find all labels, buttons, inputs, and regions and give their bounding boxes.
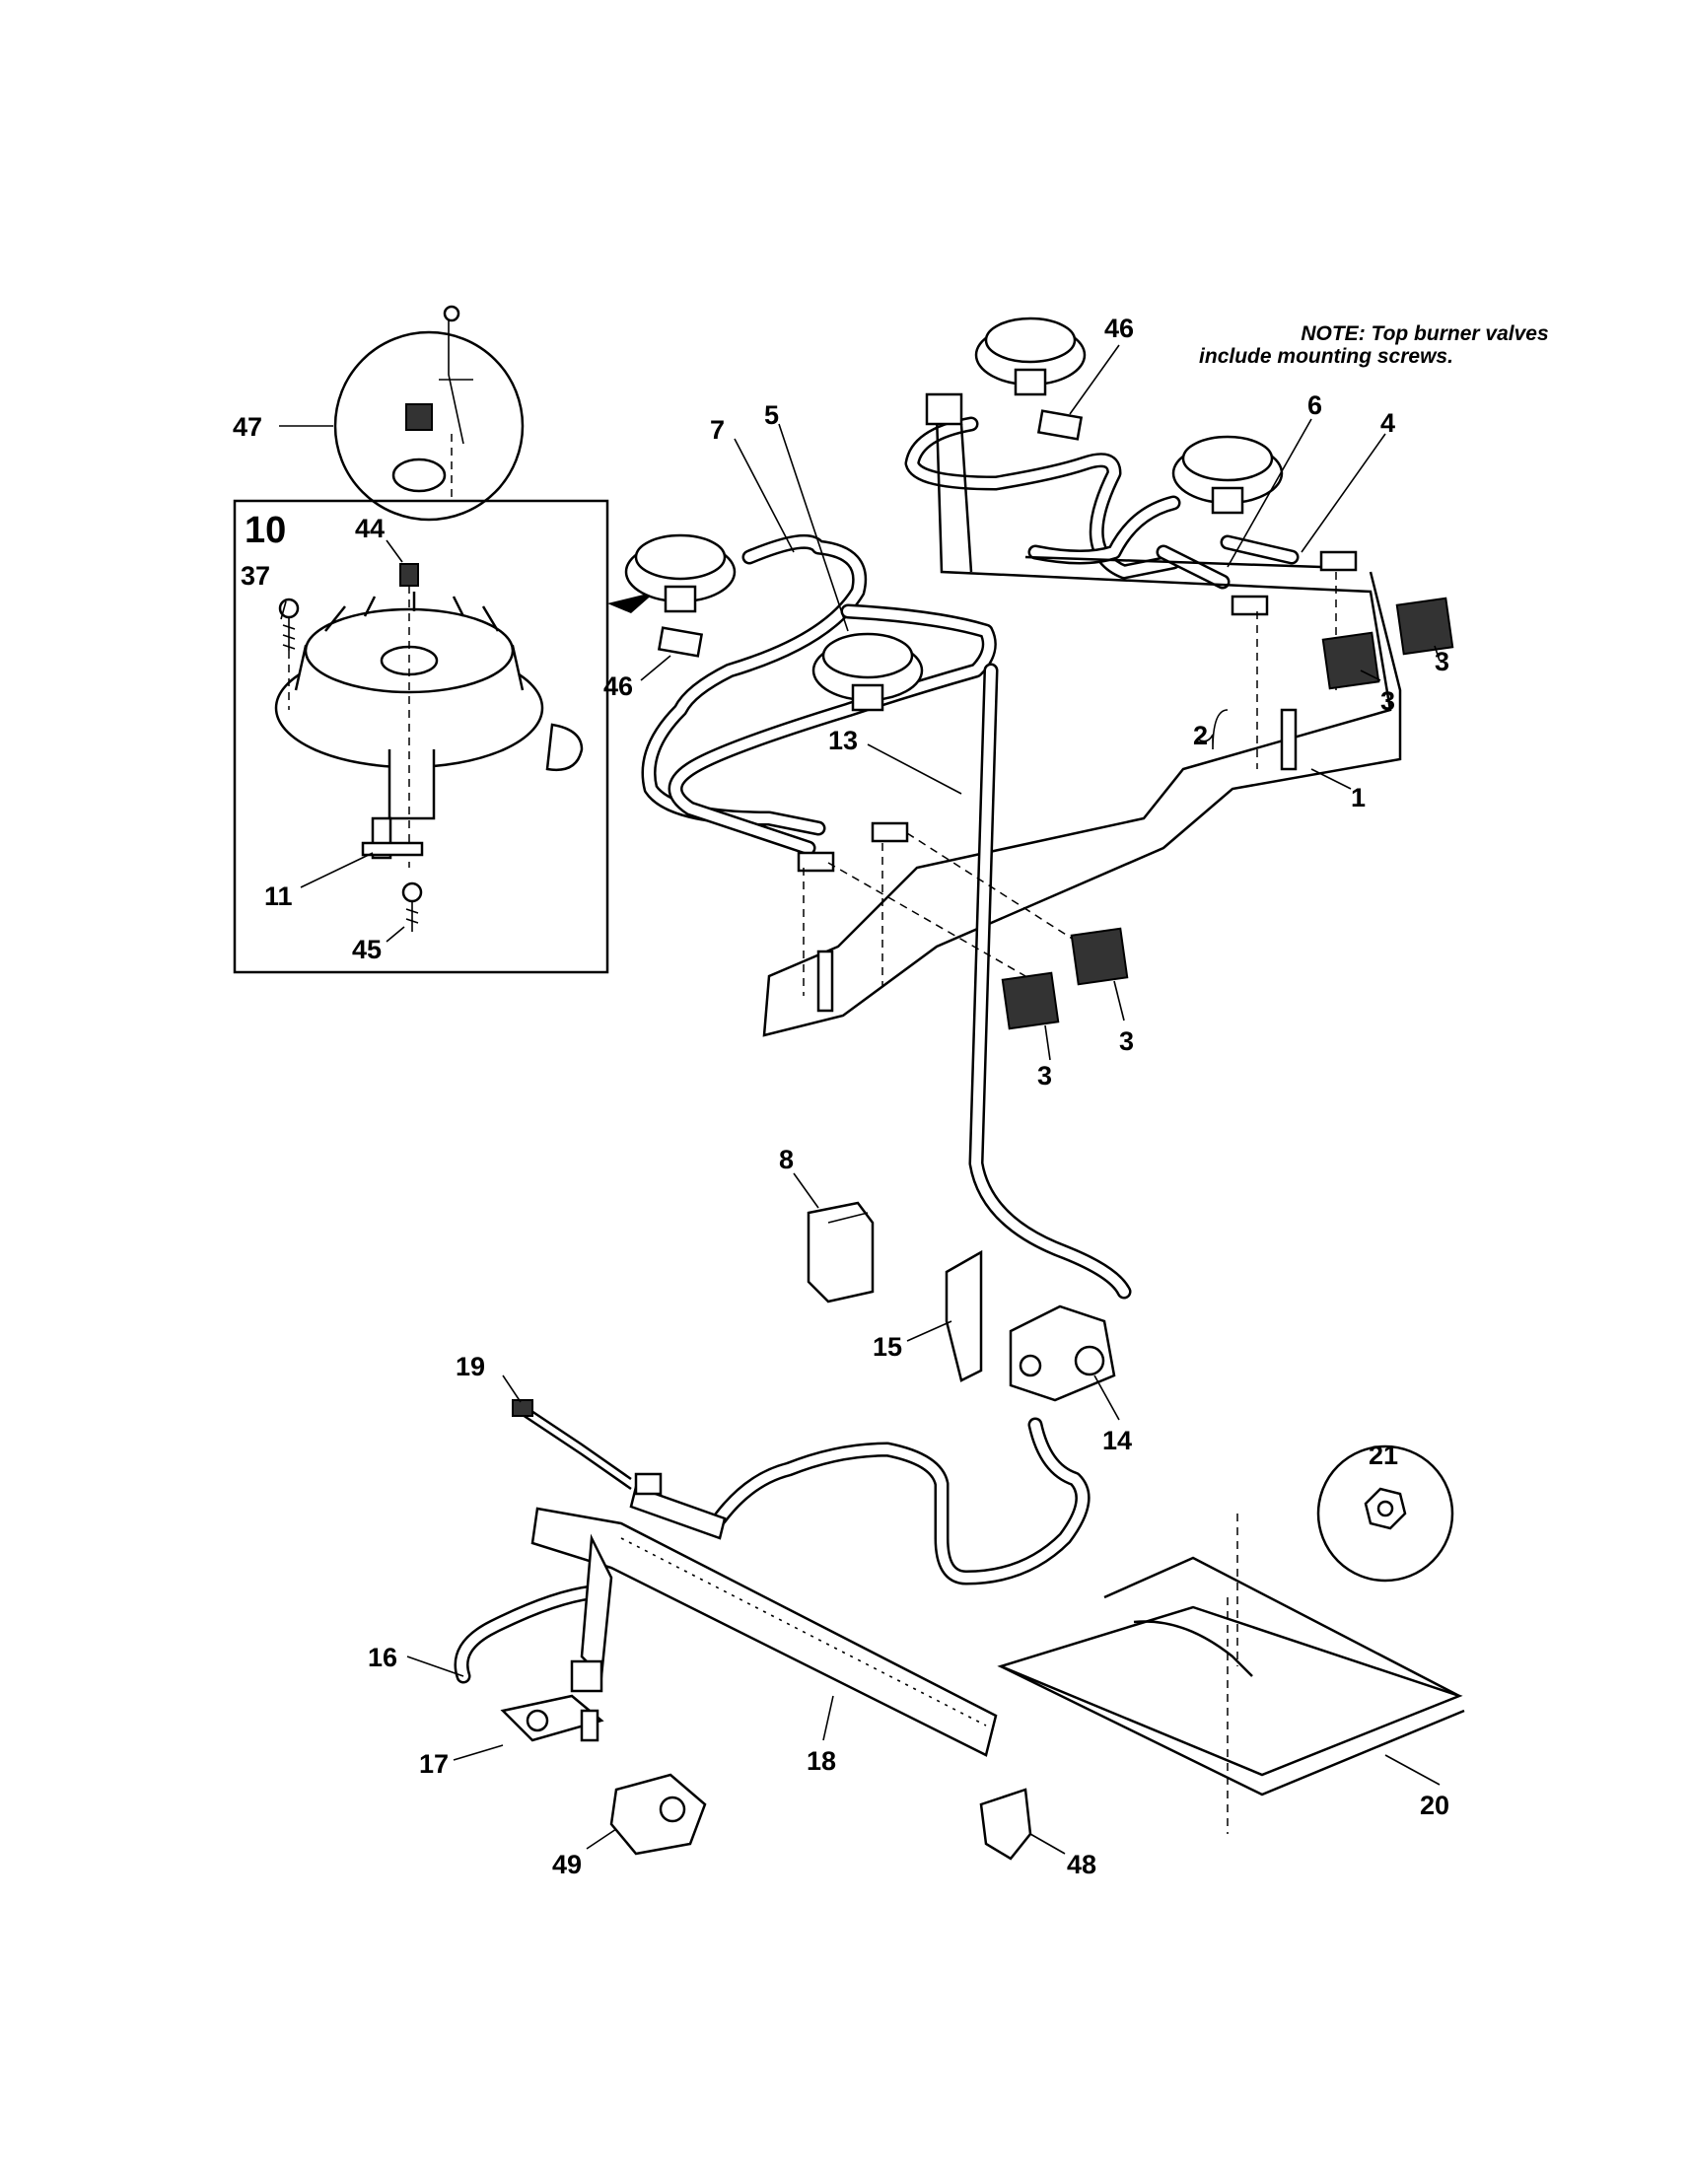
callout-19: 19 (456, 1352, 485, 1381)
callout-18: 18 (807, 1746, 836, 1776)
burner-head-rear-right (974, 317, 1087, 396)
callout-44: 44 (355, 514, 385, 543)
detail-circle-47: 47 (233, 305, 525, 522)
manifold-frame (762, 392, 1402, 1037)
bracket-46-top (1036, 409, 1084, 441)
callout-48: 48 (1067, 1850, 1096, 1879)
bracket-49 (609, 1773, 707, 1856)
pressure-regulator-14 (1009, 1304, 1116, 1402)
callout-13: 13 (828, 726, 858, 755)
callout-3-c: 3 (1037, 1061, 1052, 1091)
valve-fittings (797, 550, 1358, 996)
bracket-48 (979, 1788, 1032, 1861)
screw-45 (401, 881, 423, 932)
callout-6: 6 (1307, 390, 1322, 420)
bracket-46-left (657, 626, 704, 658)
inset-box-burner-detail: 10 (233, 499, 656, 974)
callout-3-b: 3 (1435, 647, 1449, 676)
callout-21: 21 (1369, 1441, 1398, 1470)
callout-5: 5 (764, 400, 779, 430)
callout-7: 7 (710, 415, 725, 445)
detail-circle-21 (1316, 1444, 1454, 1583)
callout-3-a: 3 (1380, 686, 1395, 716)
oven-burner-18 (530, 1507, 998, 1757)
baffle-20 (997, 1514, 1465, 1834)
callout-1: 1 (1351, 783, 1366, 812)
burner-base (274, 592, 584, 820)
burner-head-front-right (1171, 435, 1284, 515)
callout-47: 47 (233, 412, 262, 442)
callout-4: 4 (1380, 408, 1395, 438)
callout-49: 49 (552, 1850, 582, 1879)
mounting-pads (1001, 597, 1454, 1030)
inset-pointer (607, 592, 656, 613)
callout-3-d: 3 (1119, 1026, 1134, 1056)
bracket-11 (361, 816, 424, 860)
orifice-44 (399, 563, 419, 868)
callout-11: 11 (264, 881, 293, 911)
callout-20: 20 (1420, 1791, 1449, 1820)
burner-head-center (811, 632, 924, 712)
callout-14: 14 (1102, 1426, 1132, 1455)
part-8 (807, 1201, 875, 1303)
callouts-main: 46 6 4 7 5 46 13 2 1 3 3 3 3 8 15 14 19 (368, 314, 1449, 1879)
callout-17: 17 (419, 1749, 449, 1779)
note-line-2: include mounting screws. (1199, 345, 1453, 368)
gas-tubing-upper (641, 416, 1300, 856)
burner-head-rear-left (624, 533, 737, 613)
callout-46-top: 46 (1104, 314, 1134, 343)
callout-37: 37 (241, 561, 270, 591)
callout-16: 16 (368, 1643, 397, 1672)
callout-8: 8 (779, 1145, 794, 1174)
callout-46-left: 46 (603, 671, 633, 701)
callout-45: 45 (352, 935, 382, 964)
safety-valve-17 (500, 1694, 604, 1742)
note-line-1: NOTE: Top burner valves (1301, 322, 1548, 345)
bracket-15 (945, 1249, 983, 1382)
callout-15: 15 (873, 1332, 902, 1362)
callout-2: 2 (1193, 721, 1208, 750)
igniter-19 (512, 1399, 727, 1540)
supply-pipe (968, 663, 1132, 1300)
gas-tubing-lower (454, 1417, 1091, 1684)
inset-title: 10 (245, 510, 286, 551)
